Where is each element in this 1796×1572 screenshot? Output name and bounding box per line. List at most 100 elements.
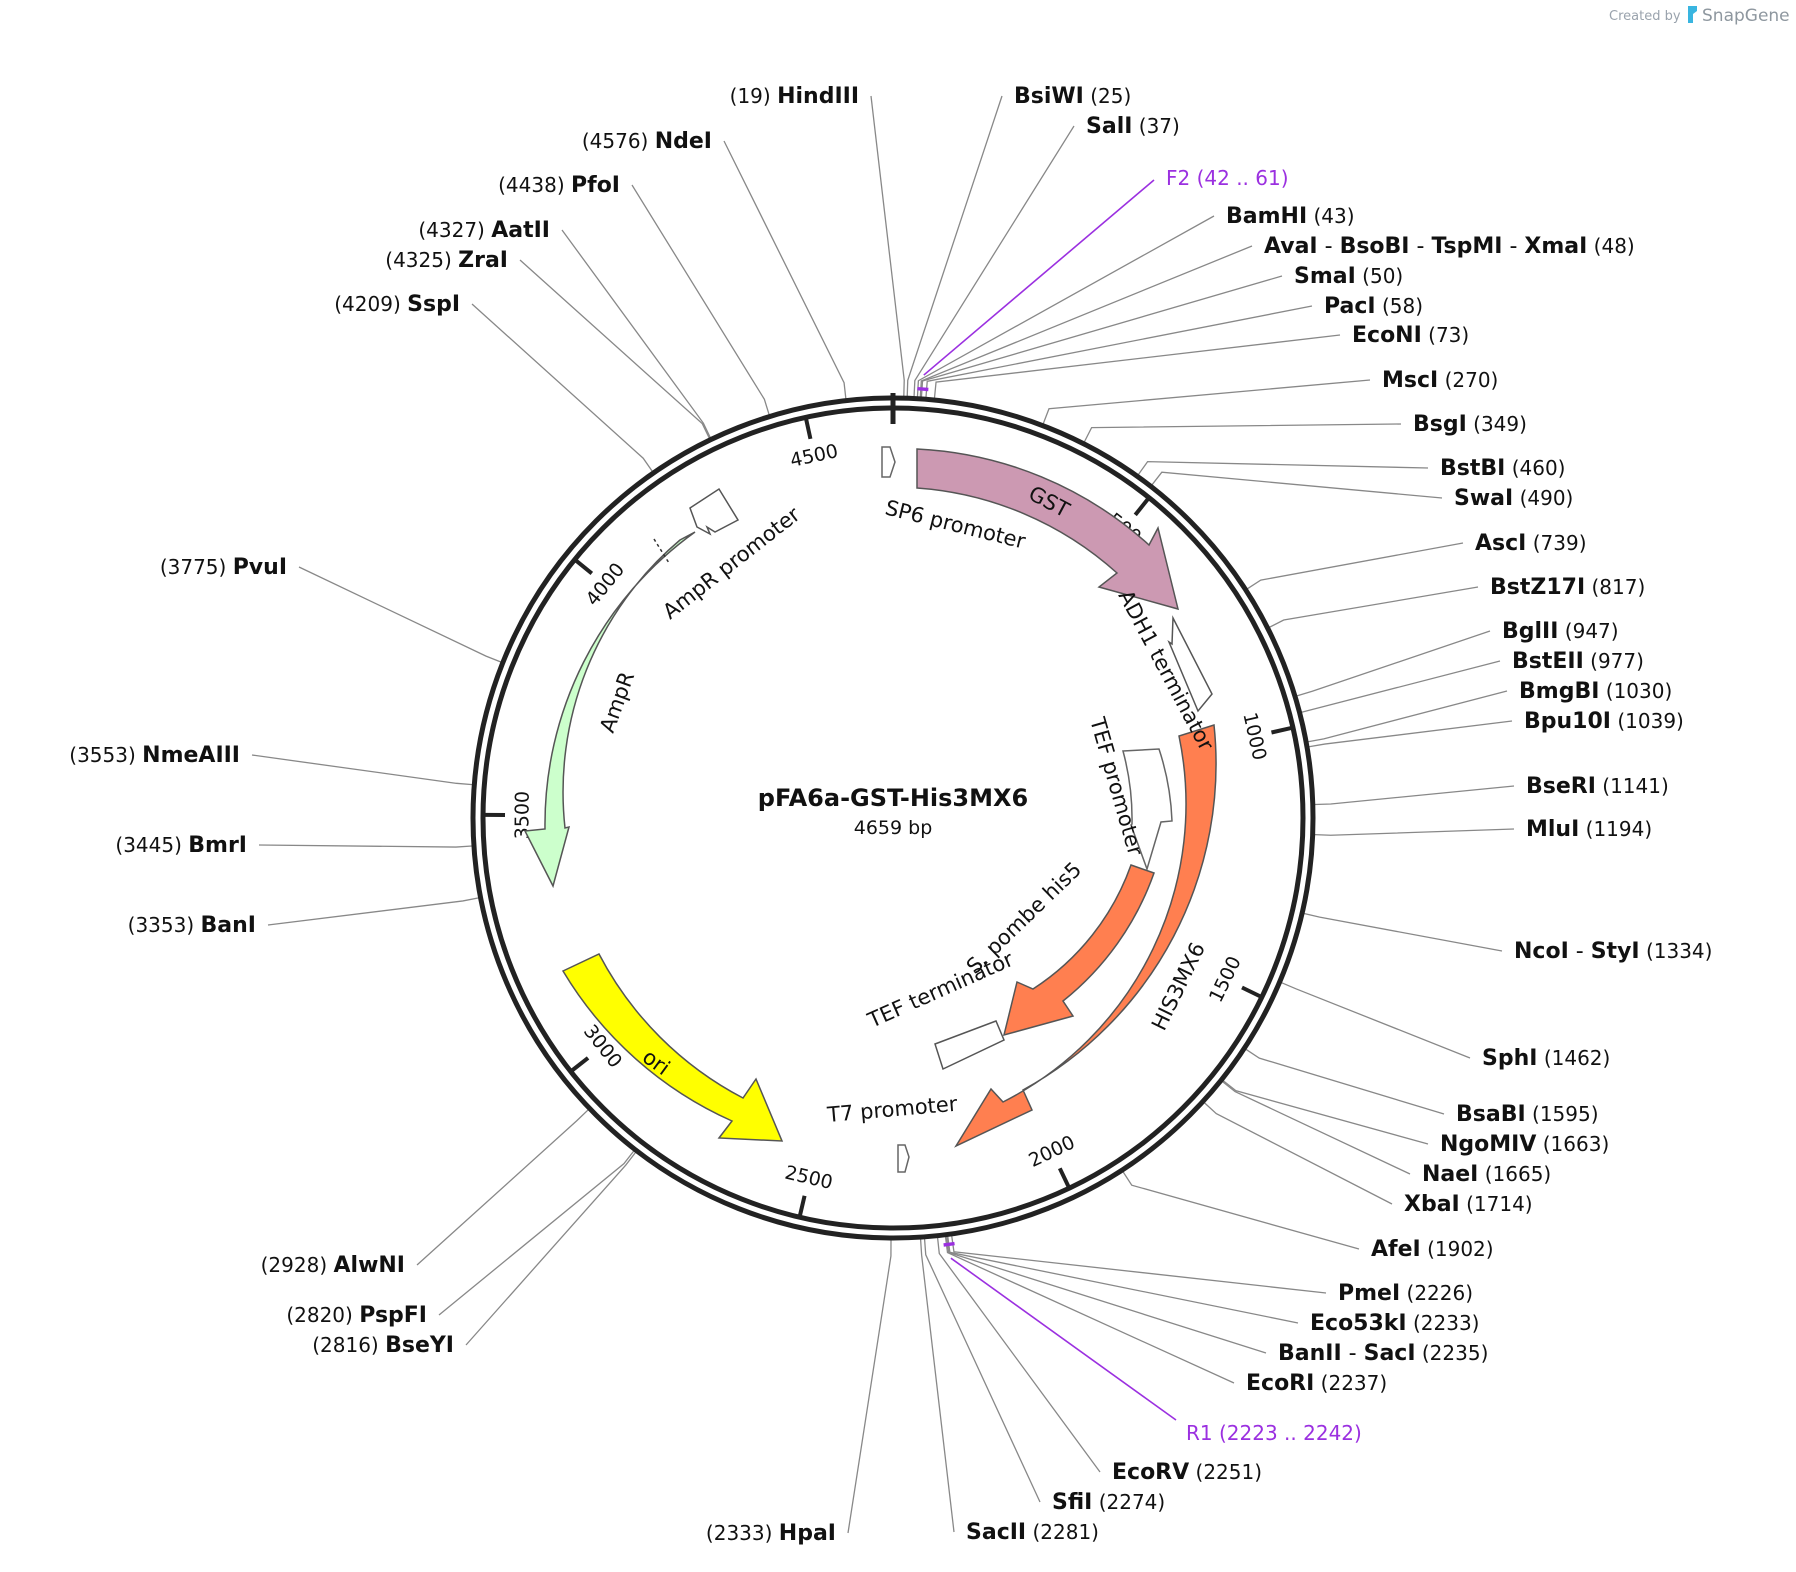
restriction-site[interactable]: MscI (270) [1382, 368, 1498, 393]
restriction-site[interactable]: SwaI (490) [1454, 486, 1573, 511]
feature-his3mx6-arrow[interactable] [954, 724, 1217, 1148]
restriction-site-position: (817) [1592, 575, 1646, 599]
label-spacer: - [1502, 234, 1524, 259]
restriction-enzyme-name: PvuI [233, 555, 287, 580]
restriction-site[interactable]: (4325) ZraI [385, 248, 508, 273]
site-leader-line [1308, 720, 1513, 748]
restriction-site[interactable]: BsgI (349) [1413, 412, 1527, 437]
restriction-enzyme-name: ZraI [458, 248, 508, 273]
restriction-site[interactable]: SmaI (50) [1294, 264, 1403, 289]
restriction-site-label: (3775) PvuI [160, 555, 287, 580]
restriction-enzyme-name: NdeI [655, 129, 712, 154]
restriction-site[interactable]: BstEII (977) [1512, 649, 1644, 674]
restriction-site[interactable]: BanII - SacI (2235) [1278, 1341, 1488, 1366]
restriction-site[interactable]: SacII (2281) [966, 1520, 1099, 1545]
restriction-site[interactable]: (4438) PfoI [498, 173, 620, 198]
features [523, 446, 1217, 1173]
primer-name: F2 [1166, 166, 1190, 190]
restriction-site[interactable]: NaeI (1665) [1422, 1162, 1551, 1187]
restriction-site[interactable]: SfiI (2274) [1052, 1490, 1165, 1515]
restriction-site-label: PacI (58) [1324, 294, 1423, 319]
primer[interactable]: R1 (2223 .. 2242) [1186, 1421, 1362, 1445]
restriction-site-position: (37) [1139, 114, 1180, 138]
restriction-site[interactable]: (4209) SspI [334, 292, 460, 317]
feature-gst-arrow[interactable] [916, 448, 1180, 611]
restriction-site-label: Bpu10I (1039) [1524, 709, 1684, 734]
restriction-site[interactable]: (3445) BmrI [115, 833, 247, 858]
site-leader-line [906, 95, 1003, 397]
restriction-site[interactable]: (2333) HpaI [706, 1521, 836, 1546]
site-leader-line [1314, 785, 1515, 806]
restriction-site-position: (2237) [1321, 1371, 1388, 1395]
restriction-site-label: AscI (739) [1475, 531, 1587, 556]
restriction-site[interactable]: BmgBI (1030) [1519, 679, 1672, 704]
restriction-site-label: EcoRV (2251) [1112, 1460, 1262, 1485]
restriction-enzyme-name: Bpu10I [1524, 709, 1611, 734]
restriction-site[interactable]: Bpu10I (1039) [1524, 709, 1684, 734]
restriction-site[interactable]: PmeI (2226) [1338, 1281, 1473, 1306]
restriction-site[interactable]: BsiWI (25) [1014, 84, 1131, 109]
restriction-site-position: (25) [1090, 84, 1131, 108]
restriction-site-position: (43) [1314, 204, 1355, 228]
restriction-site[interactable]: (4327) AatII [418, 218, 550, 243]
restriction-site[interactable]: XbaI (1714) [1404, 1192, 1533, 1217]
restriction-site[interactable]: MluI (1194) [1526, 817, 1652, 842]
restriction-enzyme-name: AatII [491, 218, 550, 243]
restriction-site-position: (1141) [1602, 774, 1669, 798]
restriction-site[interactable]: EcoRI (2237) [1246, 1371, 1387, 1396]
site-leader-line [933, 334, 1341, 399]
restriction-site[interactable]: (2820) PspFI [286, 1303, 427, 1328]
restriction-site-label: BamHI (43) [1226, 204, 1355, 229]
restriction-site[interactable]: AfeI (1902) [1371, 1237, 1494, 1262]
restriction-site[interactable]: (3353) BanI [128, 913, 256, 938]
restriction-site[interactable]: (4576) NdeI [582, 129, 712, 154]
primer[interactable]: F2 (42 .. 61) [1166, 166, 1289, 190]
restriction-site-position: (73) [1428, 323, 1469, 347]
restriction-enzyme-name: BsiWI [1014, 84, 1084, 109]
restriction-site[interactable]: BstZ17I (817) [1490, 575, 1645, 600]
restriction-site[interactable]: AvaI - BsoBI - TspMI - XmaI (48) [1264, 234, 1635, 259]
ruler-tick-label: 4500 [788, 440, 840, 472]
restriction-site-position: (1039) [1617, 709, 1684, 733]
restriction-site-label: BmgBI (1030) [1519, 679, 1672, 704]
restriction-site[interactable]: (2928) AlwNI [261, 1253, 405, 1278]
restriction-site-label: (2820) PspFI [286, 1303, 427, 1328]
restriction-site[interactable]: NcoI - StyI (1334) [1514, 939, 1712, 964]
restriction-site[interactable]: BstBI (460) [1440, 456, 1565, 481]
restriction-site[interactable]: NgoMIV (1663) [1440, 1132, 1609, 1157]
restriction-site[interactable]: AscI (739) [1475, 531, 1587, 556]
restriction-enzyme-name: SmaI [1294, 264, 1356, 289]
restriction-site-position: (58) [1382, 294, 1423, 318]
restriction-site-label: (19) HindIII [730, 84, 859, 109]
restriction-site[interactable]: (2816) BseYI [312, 1333, 454, 1358]
restriction-site[interactable]: BglII (947) [1502, 619, 1619, 644]
feature-ampr-arrow[interactable] [523, 531, 696, 889]
restriction-site-label: (3445) BmrI [115, 833, 247, 858]
restriction-site[interactable]: (3775) PvuI [160, 555, 287, 580]
restriction-site[interactable]: PacI (58) [1324, 294, 1423, 319]
restriction-site-position: (2820) [286, 1303, 353, 1327]
restriction-enzyme-name: AvaI [1264, 234, 1318, 259]
snapgene-credit: Created by SnapGene [1609, 6, 1790, 26]
restriction-site-position: (1595) [1532, 1102, 1599, 1126]
site-leader-line [1203, 1102, 1393, 1205]
restriction-site[interactable]: (19) HindIII [730, 84, 859, 109]
restriction-enzyme-name: PacI [1324, 294, 1376, 319]
snapgene-logo-icon [1688, 6, 1697, 23]
restriction-site[interactable]: (3553) NmeAIII [69, 743, 240, 768]
restriction-site[interactable]: BsaBI (1595) [1456, 1102, 1599, 1127]
restriction-site[interactable]: Eco53kI (2233) [1310, 1311, 1480, 1336]
restriction-site-label: AfeI (1902) [1371, 1237, 1494, 1262]
restriction-site[interactable]: SalI (37) [1086, 114, 1180, 139]
restriction-site[interactable]: SphI (1462) [1482, 1046, 1610, 1071]
restriction-site[interactable]: BamHI (43) [1226, 204, 1355, 229]
feature-ori-arrow[interactable] [561, 953, 784, 1142]
restriction-site-position: (2274) [1099, 1490, 1166, 1514]
restriction-site[interactable]: EcoNI (73) [1352, 323, 1469, 348]
restriction-site[interactable]: EcoRV (2251) [1112, 1460, 1262, 1485]
restriction-site-position: (4438) [498, 173, 565, 197]
restriction-enzyme-name: BmgBI [1519, 679, 1599, 704]
feature-his5-arrow[interactable] [1002, 864, 1155, 1037]
restriction-site[interactable]: BseRI (1141) [1526, 774, 1669, 799]
site-leader-line [947, 1236, 1299, 1324]
